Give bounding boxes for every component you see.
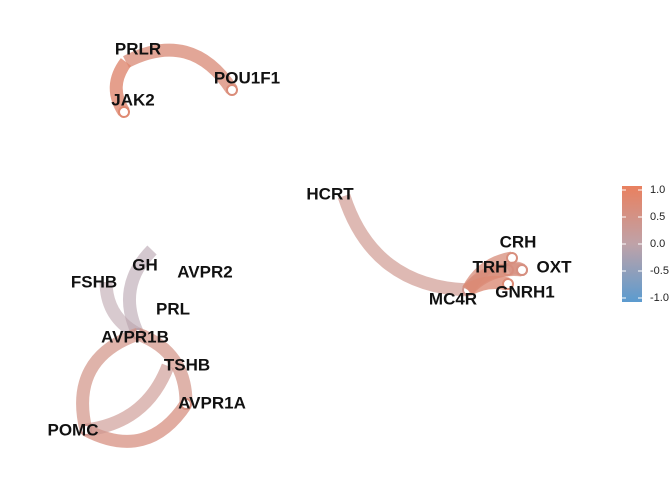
node-label-oxt: OXT [537,257,573,276]
edges [76,43,528,448]
node-label-mc4r: MC4R [429,289,477,308]
node-label-fshb: FSHB [71,272,117,291]
edge-end-marker [226,84,238,96]
legend-tick-label: -0.5 [650,265,669,277]
edge-end-marker [502,278,514,290]
edge-end-marker [516,264,528,276]
node-label-prlr: PRLR [115,39,161,58]
edge-avpr1b-pomc [76,327,141,432]
edge-avpr1b-avpr1a [135,327,193,405]
node-label-tshb: TSHB [164,355,210,374]
edge-end-marker [118,106,130,118]
edge-pomc-avpr1a [83,400,192,448]
edge-tshb-pomc [85,363,175,437]
node-label-pou1f1: POU1F1 [214,68,280,87]
legend-colorbar [622,186,642,302]
node-label-crh: CRH [500,232,537,251]
node-label-trh: TRH [473,257,508,276]
node-label-avpr1a: AVPR1A [178,393,246,412]
node-label-avpr2: AVPR2 [177,262,232,281]
edge-end-marker [80,424,92,436]
node-label-hcrt: HCRT [306,184,354,203]
node-label-gh: GH [132,255,158,274]
edge-end-marker [180,398,192,410]
legend-tick-label: 1.0 [650,184,665,196]
legend-tick-label: 0.0 [650,238,665,250]
node-label-gnrh1: GNRH1 [495,282,555,301]
node-label-pomc: POMC [48,420,99,439]
edge-prlr-pou1f1 [123,43,238,94]
color-legend: 1.0 0.5 0.0 -0.5 -1.0 [622,184,669,304]
node-label-avpr1b: AVPR1B [101,327,169,346]
edge-hcrt-mc4r [337,193,469,297]
legend-tick-label: 0.5 [650,211,665,223]
legend-tick-label: -1.0 [650,292,669,304]
node-label-prl: PRL [156,299,190,318]
node-label-jak2: JAK2 [111,90,154,109]
